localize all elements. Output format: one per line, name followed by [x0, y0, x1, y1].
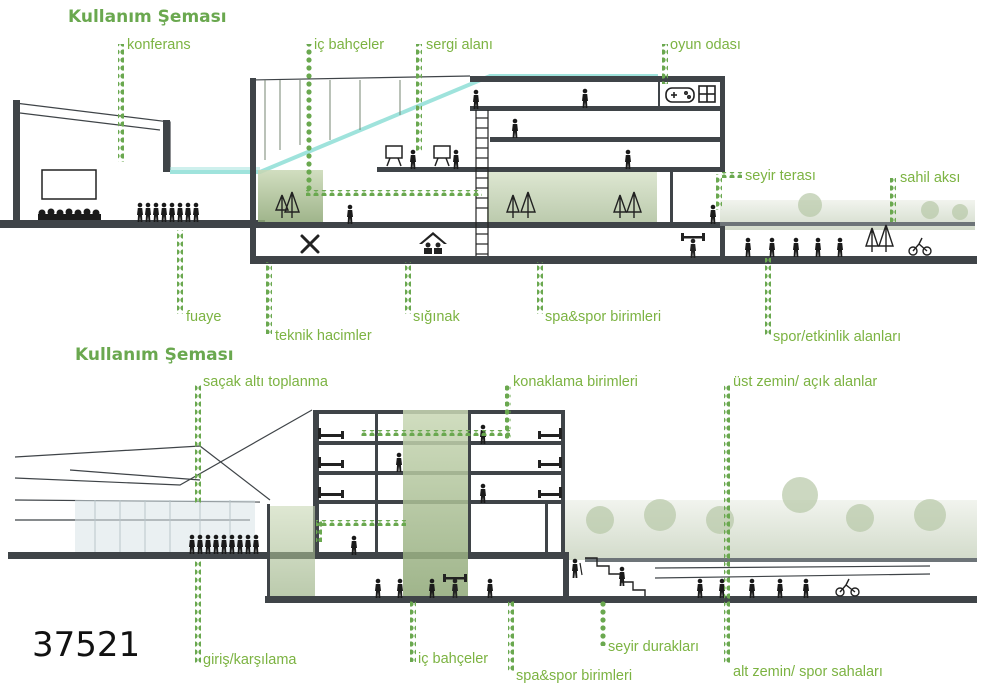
top-section: Kullanım Şeması — [0, 7, 977, 345]
green-atrium — [403, 410, 468, 596]
label-ic-bahceler-bottom: iç bahçeler — [418, 651, 488, 667]
tree-icon — [274, 191, 894, 252]
sport-figures-icon-bottom — [697, 578, 809, 598]
seating-steps — [585, 557, 646, 596]
ground-slab — [0, 220, 265, 228]
basement-slab — [250, 256, 977, 264]
basement-slab-bottom — [265, 596, 977, 603]
sport-figures-icon — [745, 237, 843, 257]
label-spor-etkinlik: spor/etkinlik alanları — [773, 329, 901, 345]
conference-screen — [41, 169, 97, 200]
project-number: 37521 — [32, 625, 140, 665]
shelter-icon — [419, 232, 447, 254]
label-sahil-aksi: sahil aksı — [900, 170, 960, 186]
glazed-entrance — [75, 500, 255, 552]
label-alt-zemin: alt zemin/ spor sahaları — [733, 664, 883, 680]
bottom-title: Kullanım Şeması — [75, 345, 234, 365]
gamepad-icon — [665, 87, 695, 103]
stair — [475, 110, 489, 258]
label-giris: giriş/karşılama — [203, 652, 297, 668]
puzzle-icon — [698, 85, 716, 103]
label-teknik-hacimler: teknik hacimler — [275, 328, 372, 344]
easel-icon — [385, 145, 451, 167]
label-konaklama: konaklama birimleri — [513, 374, 638, 390]
bed-icon — [318, 428, 562, 498]
bottom-section: Kullanım Şeması — [8, 345, 977, 684]
weightlifter-icon-bottom — [443, 574, 467, 598]
landscape-backdrop-bottom — [565, 500, 977, 560]
label-oyun-odasi: oyun odası — [670, 37, 741, 53]
foyer-crowd-icon — [137, 202, 199, 222]
label-spa-spor-top: spa&spor birimleri — [545, 309, 661, 325]
audience-icon — [38, 208, 101, 221]
label-seyir-duraklari: seyir durakları — [608, 639, 699, 655]
top-title: Kullanım Şeması — [68, 7, 227, 27]
elderly-person-icon — [572, 558, 583, 578]
label-ic-bahceler: iç bahçeler — [314, 37, 384, 53]
bicycle-icon — [908, 237, 932, 256]
label-siginak: sığınak — [413, 309, 460, 325]
label-konferans: konferans — [127, 37, 191, 53]
label-fuaye: fuaye — [186, 309, 221, 325]
bicycle-icon-bottom — [835, 578, 860, 597]
label-sergi-alani: sergi alanı — [426, 37, 493, 53]
label-sacak-alti: saçak altı toplanma — [203, 374, 329, 390]
label-spa-spor-bottom: spa&spor birimleri — [516, 668, 632, 684]
tools-icon — [300, 234, 320, 254]
weightlifter-icon — [681, 233, 705, 258]
label-ust-zemin: üst zemin/ açık alanlar — [733, 374, 877, 390]
label-seyir-terasi: seyir terası — [745, 168, 816, 184]
